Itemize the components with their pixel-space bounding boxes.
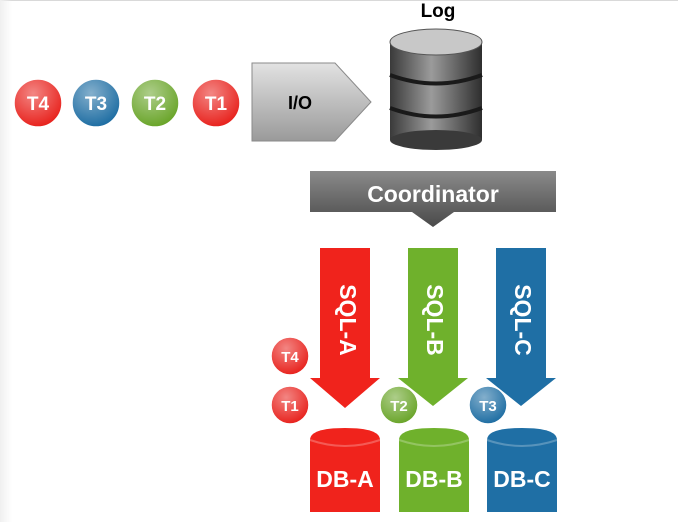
coordinator-label: Coordinator: [367, 181, 499, 207]
token-label: T3: [85, 94, 107, 115]
db-label: DB-B: [405, 466, 463, 492]
token-label: T2: [390, 398, 408, 415]
coordinator-banner: Coordinator: [310, 171, 556, 227]
sql-node-label: SQL-C: [510, 284, 536, 356]
io-arrow: I/O: [251, 62, 372, 142]
sql-node-a: SQL-A: [310, 248, 380, 408]
sql-arrow-shape: [486, 248, 556, 406]
token-label: T1: [205, 94, 228, 115]
dispatched-token: T2: [379, 385, 419, 425]
sql-arrow-shape: [398, 248, 468, 406]
queue-token: T4: [13, 78, 63, 128]
token-label: T2: [144, 94, 166, 115]
queue-token: T2: [130, 78, 180, 128]
io-label: I/O: [288, 93, 312, 113]
left-shadow: [0, 0, 12, 522]
sql-node-c: SQL-C: [486, 248, 556, 406]
db-shape: [310, 428, 380, 512]
log-title: Log: [421, 1, 456, 22]
dispatched-transactions: T4 T1 T2 T3: [270, 336, 508, 425]
sql-node-b: SQL-B: [398, 248, 468, 406]
db-label: DB-A: [316, 466, 374, 492]
db-label: DB-C: [493, 466, 551, 492]
queue-token: T3: [71, 78, 121, 128]
token-label: T4: [281, 349, 299, 366]
sql-node-label: SQL-A: [335, 284, 361, 356]
db-shape: [487, 428, 557, 512]
sql-arrow-shape: [310, 248, 380, 408]
queue-token: T1: [191, 78, 241, 128]
db-shape: [399, 428, 469, 512]
top-border: [0, 0, 678, 1]
transaction-queue: T4 T3 T2 T1: [13, 78, 241, 128]
db-b: DB-B: [398, 428, 470, 512]
dispatched-token: T3: [468, 385, 508, 425]
token-label: T1: [281, 398, 299, 415]
sql-node-label: SQL-B: [422, 284, 448, 356]
dispatched-token: T4: [270, 336, 310, 376]
log-database-icon: [389, 28, 483, 150]
dispatched-token: T1: [270, 385, 310, 425]
token-label: T3: [479, 398, 497, 415]
token-label: T4: [27, 94, 50, 115]
db-c: DB-C: [486, 428, 558, 512]
db-a: DB-A: [309, 428, 381, 512]
